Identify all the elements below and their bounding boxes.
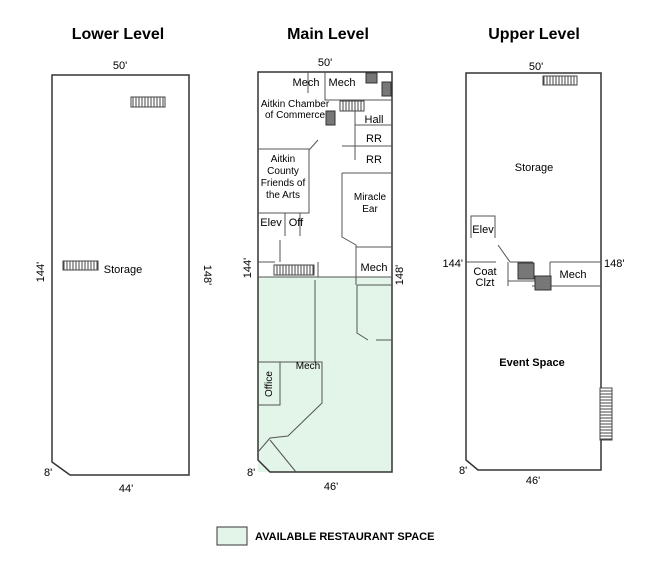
lower-level-title: Lower Level <box>72 26 164 43</box>
lower-right-dimension: 148' <box>201 265 213 285</box>
room-label-miracle-ear-1: Miracle <box>354 192 387 203</box>
stairs-icon <box>599 387 613 441</box>
stairs-icon <box>534 275 552 291</box>
room-label-miracle-ear-2: Ear <box>362 204 378 215</box>
lower-top-dimension: 50' <box>113 60 127 72</box>
room-label-friends-3: Friends of <box>261 178 306 189</box>
stairs-icon <box>365 72 378 84</box>
room-label-mech-1: Mech <box>293 77 320 89</box>
room-label-mech-2: Mech <box>329 77 356 89</box>
upper-right-dimension: 148' <box>604 258 624 270</box>
available-restaurant-space[interactable] <box>258 277 392 472</box>
legend: AVAILABLE RESTAURANT SPACE <box>216 526 434 546</box>
stairs-icon <box>517 262 535 280</box>
room-label-coat: Coat <box>473 266 496 278</box>
lower-left-dimension: 144' <box>35 262 47 282</box>
upper-bottom-dimension: 46' <box>526 475 540 487</box>
lower-corner-dimension: 8' <box>44 467 52 479</box>
room-label-office: Office <box>264 371 275 397</box>
lower-outer-wall <box>51 74 190 476</box>
upper-outer-wall <box>465 72 602 471</box>
main-top-dimension: 50' <box>318 57 332 69</box>
main-level-title: Main Level <box>287 26 369 43</box>
stairs-icon <box>325 110 336 126</box>
room-label-friends-1: Aitkin <box>271 154 295 165</box>
stairs-icon <box>130 96 166 108</box>
room-label-hall: Hall <box>365 114 384 126</box>
main-interior-walls <box>257 72 392 473</box>
stairs-icon <box>339 100 365 112</box>
room-label-mech-3: Mech <box>361 262 388 274</box>
room-label-friends-4: the Arts <box>266 190 300 201</box>
stairs-icon <box>542 75 578 86</box>
stairs-icon <box>273 264 315 276</box>
upper-corner-dimension: 8' <box>459 465 467 477</box>
room-label-storage: Storage <box>515 162 554 174</box>
main-bottom-dimension: 46' <box>324 481 338 493</box>
room-label-clzt: Clzt <box>476 277 495 289</box>
room-label-rr-2: RR <box>366 154 382 166</box>
upper-left-dimension: 144' <box>443 258 463 270</box>
room-label-mech-4: Mech <box>296 361 320 372</box>
main-level-plan: Main Level 50' Mech Mech Aitkin Chamber … <box>242 26 406 493</box>
main-outer-wall <box>257 71 393 473</box>
room-label-mech: Mech <box>560 269 587 281</box>
room-label-rr-1: RR <box>366 133 382 145</box>
room-label-storage: Storage <box>104 264 143 276</box>
room-label-event-space: Event Space <box>499 357 564 369</box>
lower-level-plan: Lower Level 50' 144' 148' 8' 44' Storage <box>35 26 213 495</box>
main-corner-dimension: 8' <box>247 467 255 479</box>
upper-top-dimension: 50' <box>529 61 543 73</box>
main-right-dimension: 148' <box>394 265 406 285</box>
room-label-elev: Elev <box>260 217 282 229</box>
room-label-chamber-1: Aitkin Chamber <box>261 99 330 110</box>
lower-bottom-dimension: 44' <box>119 483 133 495</box>
room-label-friends-2: County <box>267 166 299 177</box>
stairs-icon <box>381 81 392 97</box>
main-left-dimension: 144' <box>242 258 254 278</box>
room-label-chamber-2: of Commerce <box>265 110 325 121</box>
stairs-icon <box>62 260 99 271</box>
room-label-off: Off <box>289 217 304 229</box>
upper-level-title: Upper Level <box>488 26 580 43</box>
room-label-elev: Elev <box>472 224 494 236</box>
legend-label: AVAILABLE RESTAURANT SPACE <box>255 531 434 543</box>
legend-swatch-available <box>216 526 248 546</box>
upper-level-plan: Upper Level 50' Storage Elev Coat Clzt M… <box>443 26 625 487</box>
upper-interior-walls <box>466 215 601 287</box>
